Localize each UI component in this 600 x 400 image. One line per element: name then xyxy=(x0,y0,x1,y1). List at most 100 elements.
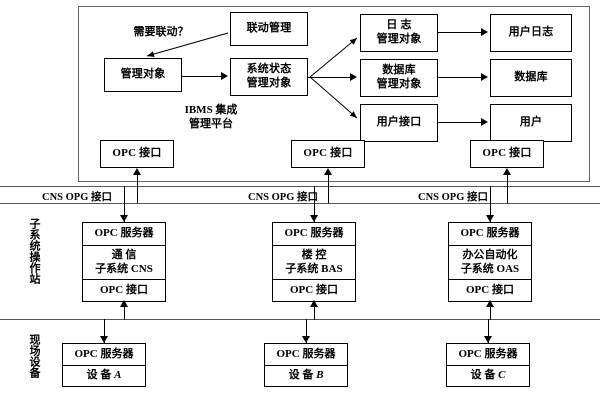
subsystem-bas[interactable]: OPC 服务器 楼 控 子系统 BAS OPC 接口 xyxy=(272,222,356,302)
ibms-platform-frame xyxy=(78,6,590,182)
arrow-bus-to-subsystem-cns xyxy=(120,215,128,222)
arrow-ui-to-user xyxy=(481,118,488,126)
device-c-name-id: C xyxy=(498,369,506,382)
device-b-name-prefix: 设 备 xyxy=(288,369,317,382)
line-subsystem-cns-to-field-bus xyxy=(124,302,125,320)
arrow-state-to-db xyxy=(350,73,357,81)
box-system-state-object-line1: 系统状态 xyxy=(246,63,292,76)
platform-opc-interface-2-label: OPC 接口 xyxy=(303,147,353,160)
line-field-bus-to-device-a xyxy=(104,319,105,343)
arrow-field-bus-to-device-a xyxy=(100,336,108,343)
box-system-state-object-line2: 管理对象 xyxy=(246,77,292,89)
box-database[interactable]: 数据库 xyxy=(490,59,572,97)
bus-label-2: CNS OPG 接口 xyxy=(248,192,319,203)
arrow-subsystem-bas-to-field-bus xyxy=(310,300,318,307)
line-bus-to-platform-opc-2 xyxy=(328,170,329,203)
line-ui-to-user xyxy=(438,122,482,123)
arrow-field-bus-to-device-c xyxy=(484,336,492,343)
arrow-bus-to-platform-opc-3 xyxy=(503,168,511,175)
subsystem-bas-opc-interface: OPC 接口 xyxy=(273,279,355,301)
line-subsystem-oas-to-field-bus xyxy=(490,302,491,320)
subsystem-cns[interactable]: OPC 服务器 通 信 子系统 CNS OPC 接口 xyxy=(82,222,166,302)
device-c[interactable]: OPC 服务器 设 备 C xyxy=(446,343,530,387)
linkage-condition-label: 需要联动？ xyxy=(133,26,189,38)
device-c-name: 设 备 C xyxy=(447,365,529,386)
platform-title-line1: IBMS 集成 xyxy=(184,104,238,116)
subsystem-oas-name: 办公自动化 子系统 OAS xyxy=(449,245,531,279)
line-bus-to-subsystem-cns xyxy=(124,186,125,222)
device-a-name: 设 备 A xyxy=(63,365,145,386)
box-log-management-object[interactable]: 日 志 管理对象 xyxy=(360,14,438,52)
device-a[interactable]: OPC 服务器 设 备 A xyxy=(62,343,146,387)
arrow-log-to-userlog xyxy=(481,28,488,36)
line-field-bus-to-device-b xyxy=(306,319,307,343)
arrow-subsystem-cns-to-field-bus xyxy=(120,300,128,307)
band-label-subsystem-station: 子系统操作站 xyxy=(28,218,40,284)
device-a-name-id: A xyxy=(114,369,122,382)
box-linkage-management[interactable]: 联动管理 xyxy=(230,12,308,46)
subsystem-oas-opc-interface: OPC 接口 xyxy=(449,279,531,301)
box-user-interface-label: 用户接口 xyxy=(376,116,422,129)
subsystem-oas[interactable]: OPC 服务器 办公自动化 子系统 OAS OPC 接口 xyxy=(448,222,532,302)
bus-label-1: CNS OPG 接口 xyxy=(42,192,113,203)
arrow-bus-to-subsystem-oas xyxy=(486,215,494,222)
box-user-interface[interactable]: 用户接口 xyxy=(360,104,438,142)
bus-label-3: CNS OPG 接口 xyxy=(418,192,489,203)
box-database-management-object-line2: 管理对象 xyxy=(376,78,422,90)
platform-opc-interface-3-label: OPC 接口 xyxy=(482,147,532,160)
arrow-bus-to-platform-opc-1 xyxy=(133,168,141,175)
box-user-log-label: 用户日志 xyxy=(508,26,554,39)
subsystem-cns-opc-server: OPC 服务器 xyxy=(94,227,154,240)
line-bus-to-platform-opc-1 xyxy=(137,170,138,203)
arrow-subsystem-oas-to-field-bus xyxy=(486,300,494,307)
arrow-managed-to-state xyxy=(221,72,228,80)
box-database-management-object-line1: 数据库 xyxy=(382,64,416,77)
box-user-log[interactable]: 用户日志 xyxy=(490,14,572,52)
platform-opc-interface-2[interactable]: OPC 接口 xyxy=(291,140,365,168)
box-database-management-object[interactable]: 数据库 管理对象 xyxy=(360,59,438,97)
arrow-db-to-database xyxy=(481,73,488,81)
platform-opc-interface-1[interactable]: OPC 接口 xyxy=(100,140,174,168)
device-b-opc-server: OPC 服务器 xyxy=(276,347,336,360)
platform-opc-interface-1-label: OPC 接口 xyxy=(112,147,162,160)
device-b-name-id: B xyxy=(316,369,324,382)
line-bus-to-subsystem-bas xyxy=(314,186,315,222)
arrow-bus-to-platform-opc-2 xyxy=(324,168,332,175)
subsystem-bas-name: 楼 控 子系统 BAS xyxy=(273,245,355,279)
arrow-field-bus-to-device-b xyxy=(302,336,310,343)
box-managed-object[interactable]: 管理对象 xyxy=(104,58,182,92)
arrow-bus-to-subsystem-bas xyxy=(310,215,318,222)
device-a-opc-server: OPC 服务器 xyxy=(74,347,134,360)
box-user[interactable]: 用户 xyxy=(490,104,572,142)
box-system-state-object[interactable]: 系统状态 管理对象 xyxy=(230,58,308,96)
band-label-field-devices: 现场设备 xyxy=(28,334,40,378)
line-field-bus-to-device-c xyxy=(488,319,489,343)
field-band-rule xyxy=(0,319,600,320)
bus-rule-bottom xyxy=(0,203,600,204)
box-user-label: 用户 xyxy=(519,116,543,129)
bus-rule-top xyxy=(0,186,600,187)
box-managed-object-label: 管理对象 xyxy=(120,68,166,81)
device-c-opc-server: OPC 服务器 xyxy=(458,347,518,360)
device-a-name-prefix: 设 备 xyxy=(86,369,115,382)
line-log-to-userlog xyxy=(438,32,482,33)
platform-opc-interface-3[interactable]: OPC 接口 xyxy=(470,140,544,168)
line-db-to-database xyxy=(438,77,482,78)
subsystem-oas-opc-server: OPC 服务器 xyxy=(460,227,520,240)
box-linkage-management-label: 联动管理 xyxy=(246,22,292,35)
device-b[interactable]: OPC 服务器 设 备 B xyxy=(264,343,348,387)
line-subsystem-bas-to-field-bus xyxy=(314,302,315,320)
platform-title-line2: 管理平台 xyxy=(189,118,233,130)
subsystem-cns-name: 通 信 子系统 CNS xyxy=(83,245,165,279)
device-b-name: 设 备 B xyxy=(265,365,347,386)
box-database-label: 数据库 xyxy=(514,71,548,84)
subsystem-cns-opc-interface: OPC 接口 xyxy=(83,279,165,301)
line-state-to-db xyxy=(308,77,350,78)
box-log-management-object-line2: 管理对象 xyxy=(376,33,422,45)
line-managed-to-state xyxy=(182,76,222,77)
subsystem-bas-opc-server: OPC 服务器 xyxy=(284,227,344,240)
device-c-name-prefix: 设 备 xyxy=(470,369,499,382)
line-bus-to-platform-opc-3 xyxy=(507,170,508,203)
line-bus-to-subsystem-oas xyxy=(490,186,491,222)
